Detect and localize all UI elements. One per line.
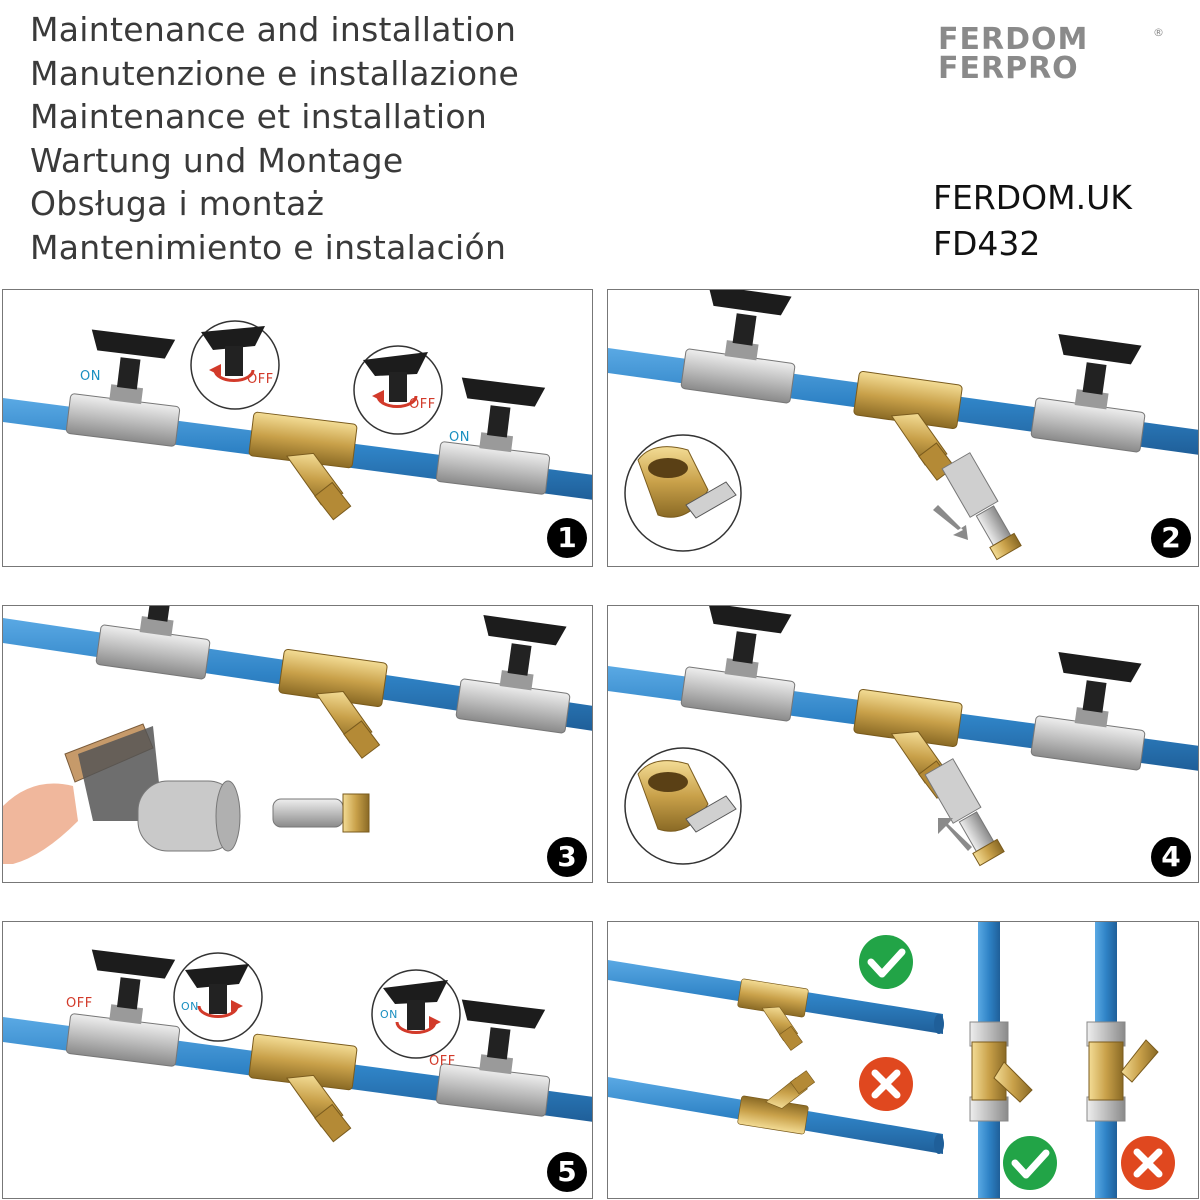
step-3-panel: 3 <box>2 605 593 883</box>
ball-valve-right <box>455 612 580 734</box>
detail-circle-right <box>371 969 461 1059</box>
title-list: Maintenance and installation Manutenzion… <box>30 8 519 269</box>
arrow-in-icon <box>938 818 972 851</box>
rotate-arrow-icon <box>231 1000 243 1012</box>
horizontal-correct <box>608 960 944 1053</box>
cross-icon <box>859 1057 913 1111</box>
step-number: 4 <box>1151 837 1191 877</box>
detail-circle-left <box>173 952 263 1042</box>
step-number: 5 <box>547 1152 587 1192</box>
title-es: Mantenimiento e instalación <box>30 227 507 267</box>
ball-valve-left <box>95 606 220 680</box>
brand-line1: FERDOM <box>938 22 1088 57</box>
step-4-panel: 4 <box>607 605 1199 883</box>
vertical-wrong <box>1086 922 1159 1198</box>
orientation-illustration <box>608 922 1175 1198</box>
site-url: FERDOM.UK <box>933 178 1132 217</box>
step-number: 3 <box>547 837 587 877</box>
step-5-panel: OFF ON ON OFF 5 <box>2 921 593 1199</box>
step-4-illustration <box>608 606 1198 867</box>
off-label: OFF <box>409 397 436 412</box>
mesh-filter <box>137 780 241 852</box>
title-de: Wartung und Montage <box>30 140 404 180</box>
brush-icon <box>3 723 163 864</box>
on-label: ON <box>80 369 101 384</box>
rotate-arrow-icon <box>429 1016 441 1028</box>
rotate-arrow-icon <box>209 364 221 376</box>
on-label: ON <box>449 430 470 445</box>
step-number: 1 <box>547 518 587 558</box>
strainer-mesh <box>924 758 1005 867</box>
vertical-correct <box>969 922 1033 1198</box>
filter-plug <box>272 793 370 833</box>
check-icon <box>1003 1136 1057 1190</box>
rotate-arrow-icon <box>372 390 384 402</box>
title-it: Manutenzione e installazione <box>30 53 520 93</box>
y-strainer <box>241 411 362 523</box>
step-1-illustration <box>3 320 592 523</box>
orientation-panel <box>607 921 1199 1199</box>
on-label: ON <box>181 1000 199 1013</box>
title-fr: Maintenance et installation <box>30 97 488 136</box>
y-strainer <box>270 648 392 761</box>
brand-logo: FERDOM FERPRO ® <box>938 22 1164 82</box>
ball-valve-left <box>680 290 805 404</box>
model-number: FD432 <box>933 224 1041 263</box>
strainer-mesh <box>941 452 1022 561</box>
detail-circle-right <box>353 345 443 435</box>
step-3-illustration <box>3 606 592 864</box>
ball-valve-left <box>65 327 189 448</box>
ball-valve-right <box>1030 649 1155 771</box>
y-strainer <box>241 1033 362 1145</box>
step-1-panel: ON OFF OFF ON 1 <box>2 289 593 567</box>
wrench-detail <box>624 434 742 552</box>
title-pl: Obsługa i montaż <box>30 184 325 223</box>
step-5-illustration <box>3 947 592 1145</box>
detail-circle-left <box>190 320 280 410</box>
off-label: OFF <box>247 372 274 387</box>
ball-valve-right <box>1030 331 1155 453</box>
site-info: FERDOM.UK FD432 <box>933 175 1132 267</box>
cross-icon <box>1121 1136 1175 1190</box>
title-en: Maintenance and installation <box>30 10 517 49</box>
wrench-detail <box>624 747 742 865</box>
on-label: ON <box>380 1008 398 1021</box>
horizontal-wrong <box>608 1060 944 1154</box>
off-label: OFF <box>429 1054 456 1069</box>
arrow-out-icon <box>933 505 968 540</box>
step-2-illustration <box>608 290 1198 561</box>
step-number: 2 <box>1151 518 1191 558</box>
ball-valve-left <box>680 606 805 722</box>
off-label: OFF <box>66 996 93 1011</box>
brand-line2: FERPRO <box>938 51 1079 82</box>
check-icon <box>859 935 913 989</box>
registered-mark: ® <box>1153 26 1164 39</box>
step-2-panel: 2 <box>607 289 1199 567</box>
